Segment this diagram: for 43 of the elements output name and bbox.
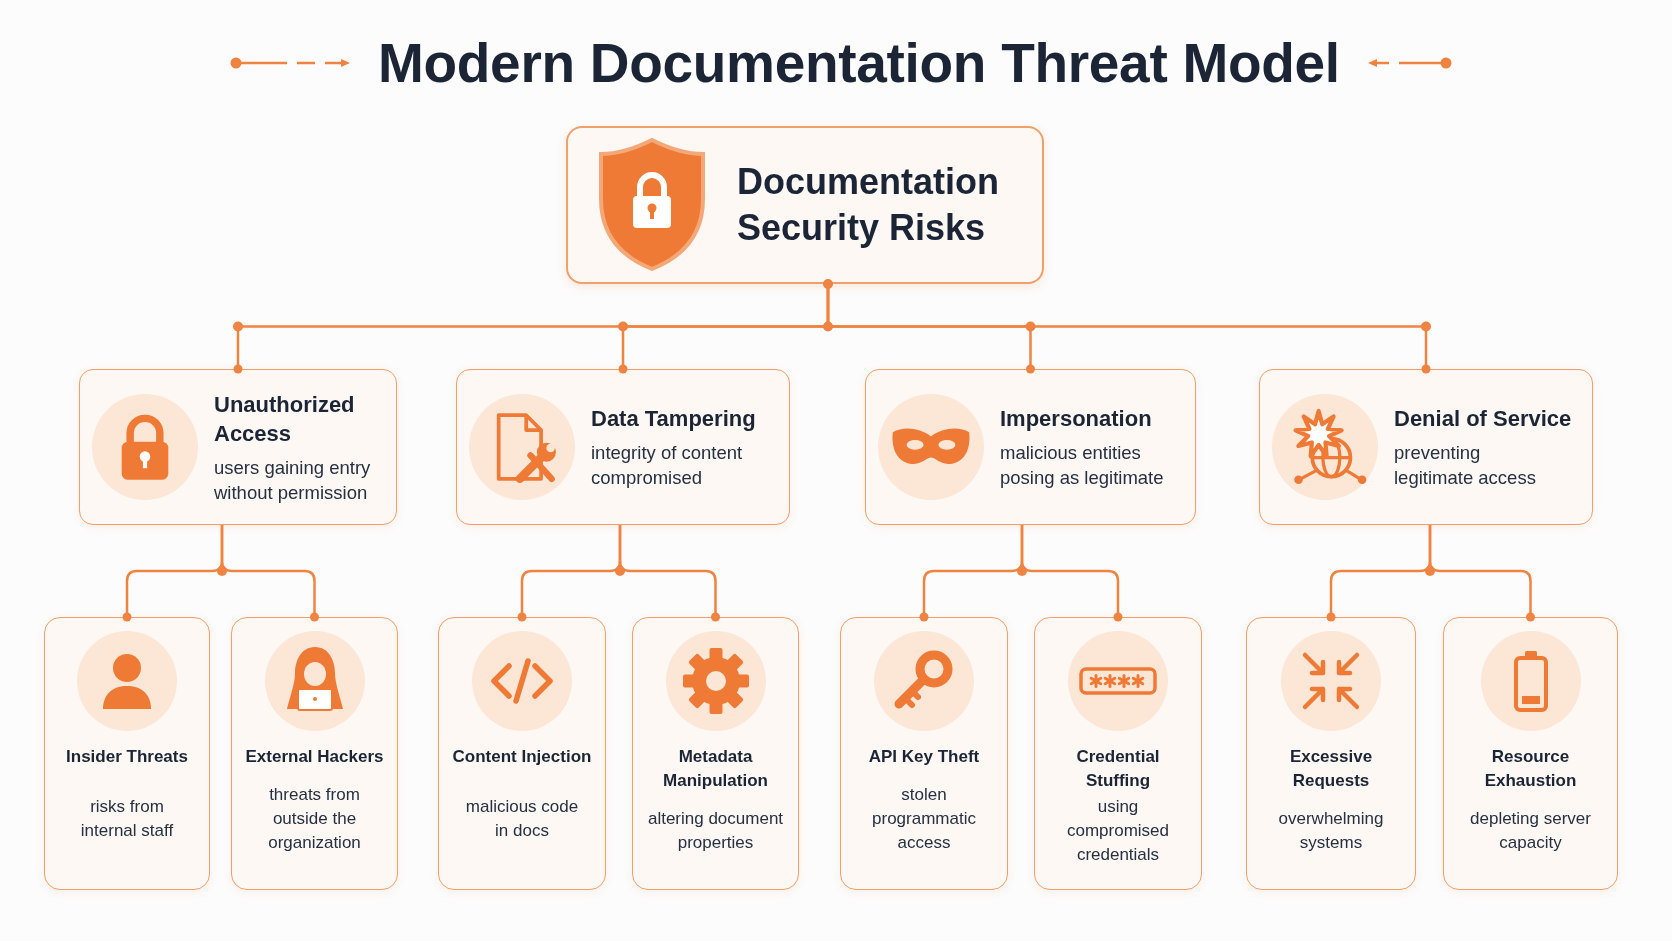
threat-card [1246,617,1416,890]
threat-card [632,617,799,890]
threat-card [1443,617,1618,890]
card-description: integrity of content compromised [591,441,744,490]
card-description: using compromised credentials [1065,796,1170,866]
card-title: Metadata Manipulation [662,746,769,792]
root-title: Documentation Security Risks [737,160,1000,250]
card-description: stolen programmatic access [871,784,977,854]
connector-line [1020,525,1123,622]
card-description: preventing legitimate access [1394,441,1537,490]
card-description: malicious entities posing as legitimate [1000,441,1165,490]
card-description: users gaining entry without permission [214,455,372,505]
card-title: Impersonation [1000,405,1153,433]
card-title: Denial of Service [1394,405,1573,433]
category-card [456,369,790,525]
threat-card [1034,617,1202,890]
category-card [79,369,397,525]
connector-line [618,525,720,622]
threat-card [231,617,398,890]
card-title: Insider Threats [66,746,188,768]
card-description: depleting server capacity [1469,808,1592,854]
threat-card [840,617,1008,890]
card-description: threats from outside the organization [267,784,362,854]
card-description: altering document properties [646,808,785,854]
card-title: API Key Theft [868,746,980,768]
threat-card [44,617,210,890]
diagram-title: Modern Documentation Threat Model [378,31,1340,96]
category-card [865,369,1196,525]
card-description: malicious code in docs [464,796,580,842]
card-title: Content Injection [452,746,592,768]
root-card [566,126,1044,284]
card-title: Resource Exhaustion [1483,746,1578,792]
card-description: risks from internal staff [79,796,175,842]
card-title: Credential Stuffing [1075,746,1161,792]
card-title: Excessive Requests [1288,746,1374,792]
connector-line [220,525,319,622]
card-title: Data Tampering [591,405,757,433]
category-card [1259,369,1593,525]
connector-line [1428,525,1535,622]
threat-card [438,617,606,890]
card-description: overwhelming systems [1277,808,1385,854]
card-title: External Hackers [245,746,384,768]
card-title: Unauthorized Access [214,390,356,448]
